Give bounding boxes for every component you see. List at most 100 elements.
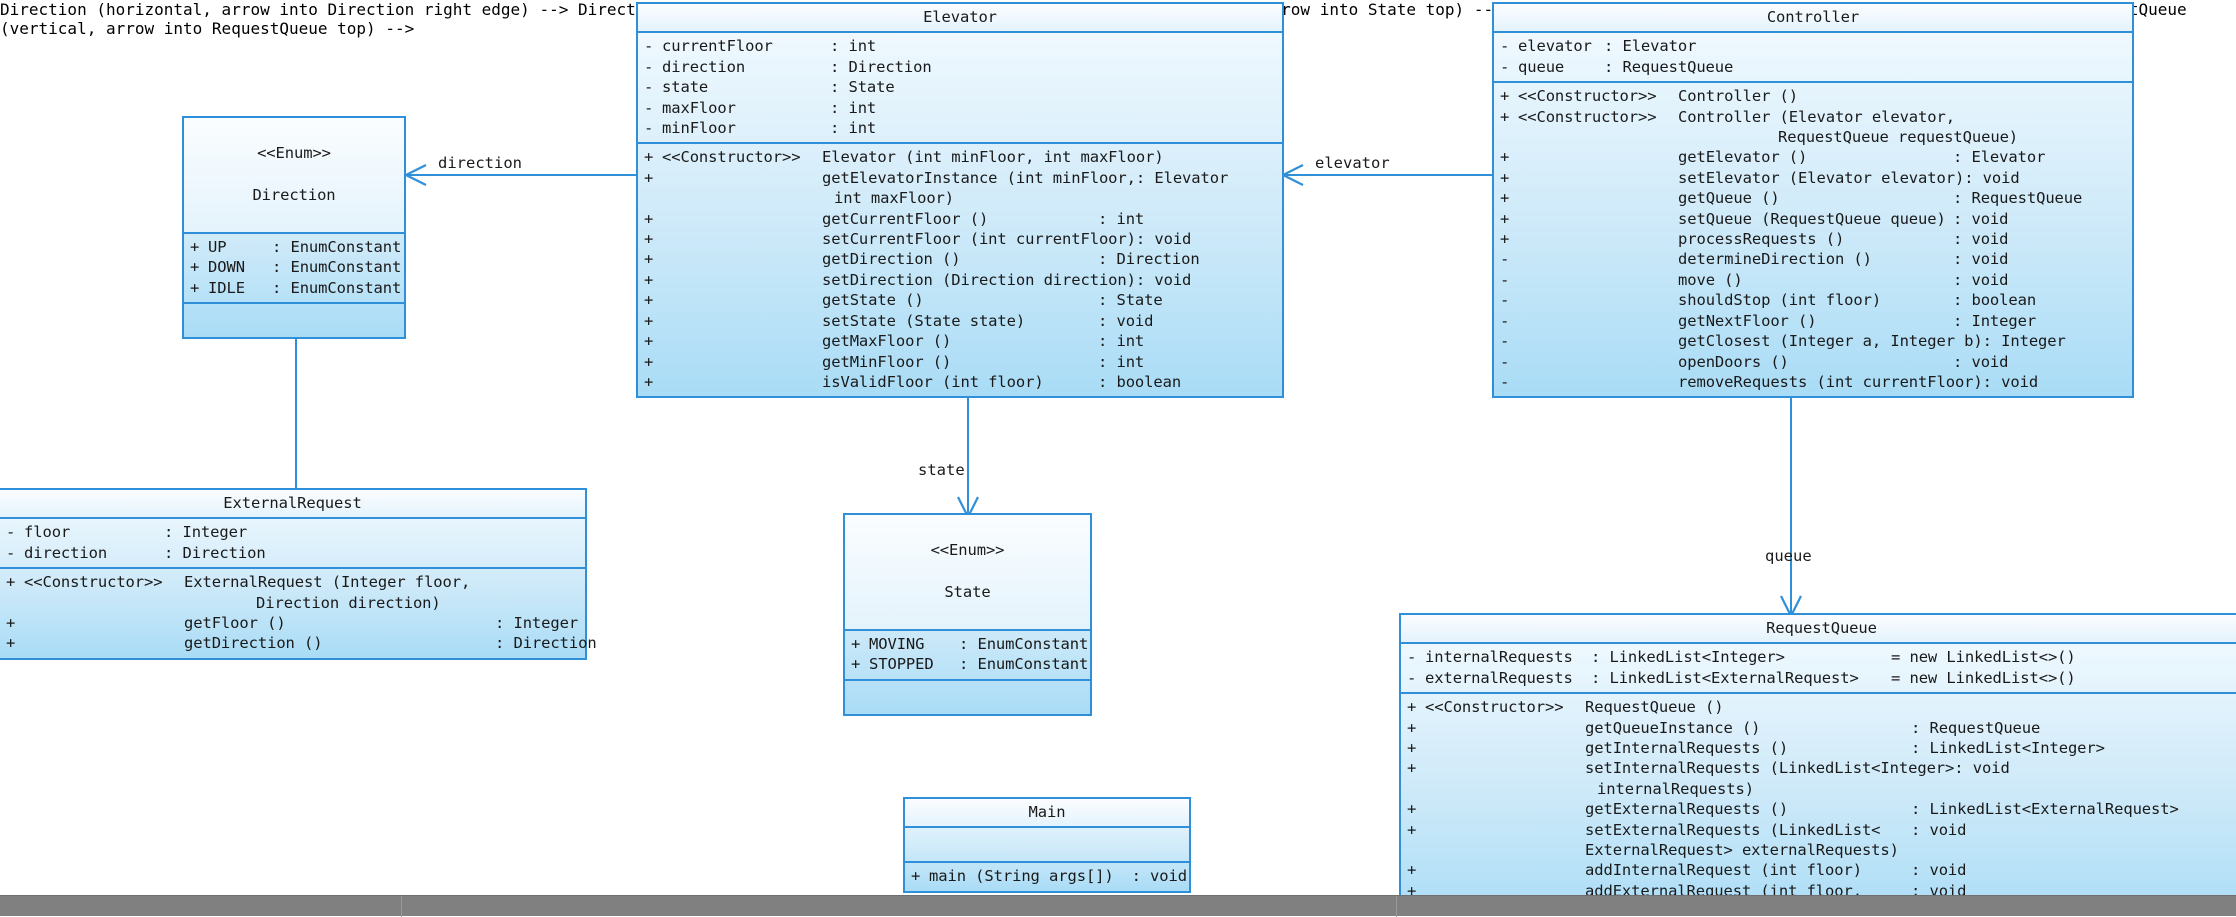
operation-stereotype: <<Constructor>> — [1518, 87, 1657, 106]
class-box-direction[interactable]: <<Enum>> Direction + UP : EnumConstant +… — [182, 116, 406, 340]
bottom-status-bar — [0, 895, 2236, 917]
class-box-state[interactable]: <<Enum>> State + MOVING : EnumConstant +… — [843, 513, 1092, 716]
class-box-controller[interactable]: Controller - elevator : Elevator - queue… — [1492, 2, 2134, 399]
operation-row: + <<Constructor>> Controller (Elevator e… — [1494, 107, 2132, 127]
operation-signature: processRequests () — [1678, 230, 1845, 249]
visibility-marker: + — [644, 311, 654, 330]
visibility-marker: - — [1407, 668, 1417, 687]
operation-row: - openDoors () : void — [1494, 352, 2132, 372]
enum-constant-row: + DOWN : EnumConstant — [184, 257, 404, 277]
operation-row: + <<Constructor>> Controller () — [1494, 86, 2132, 106]
status-bar-divider — [1396, 896, 1397, 917]
attribute-row: - state : State — [638, 77, 1282, 97]
attribute-name: queue — [1518, 57, 1565, 76]
enum-name: State — [944, 583, 991, 601]
operation-signature-continued: internalRequests) — [1597, 779, 1754, 798]
operation-signature: setQueue (RequestQueue queue) — [1678, 209, 1946, 228]
visibility-marker: + — [1407, 739, 1417, 758]
attribute-name: minFloor — [662, 119, 736, 138]
operation-row: + getDirection () : Direction — [638, 249, 1282, 269]
attribute-type: : int — [830, 119, 877, 138]
operation-signature: ExternalRequest (Integer floor, — [184, 573, 471, 592]
attribute-name: externalRequests — [1425, 668, 1573, 687]
operation-return-type: : void — [1911, 881, 1967, 895]
visibility-marker: + — [851, 655, 861, 674]
operation-signature-continued: Direction direction) — [256, 593, 441, 612]
attribute-initializer: = new LinkedList<>() — [1891, 668, 2076, 687]
operation-signature: setExternalRequests (LinkedList< — [1585, 820, 1881, 839]
operation-return-type: : State — [1098, 291, 1163, 310]
operation-row: + setQueue (RequestQueue queue) : void — [1494, 209, 2132, 229]
constant-name: IDLE — [208, 278, 245, 297]
class-box-external-request[interactable]: ExternalRequest - floor : Integer - dire… — [0, 488, 597, 660]
operation-return-type: : boolean — [1953, 291, 2037, 310]
operation-return-type: : Direction — [1098, 250, 1200, 269]
operation-signature: removeRequests (int currentFloor) — [1678, 372, 1983, 391]
operation-signature: getExternalRequests () — [1585, 800, 1789, 819]
operation-return-type: : int — [1098, 209, 1145, 228]
enum-constant-row: + MOVING : EnumConstant — [845, 634, 1090, 654]
operation-signature: move () — [1678, 270, 1743, 289]
attribute-type: : LinkedList<Integer> — [1591, 648, 1785, 667]
visibility-marker: - — [1500, 332, 1510, 351]
visibility-marker: + — [644, 270, 654, 289]
attribute-row: - maxFloor : int — [638, 98, 1282, 118]
visibility-marker: + — [1407, 861, 1417, 880]
constant-type: : EnumConstant — [272, 278, 402, 297]
status-bar-divider — [401, 896, 402, 917]
visibility-marker: - — [6, 543, 16, 562]
visibility-marker: + — [1500, 230, 1510, 249]
visibility-marker: + — [1407, 800, 1417, 819]
operation-row: - removeRequests (int currentFloor) : vo… — [1494, 372, 2132, 392]
visibility-marker: - — [644, 37, 654, 56]
operation-row: + getMinFloor () : int — [638, 352, 1282, 372]
attribute-type: : RequestQueue — [1604, 57, 1734, 76]
visibility-marker: + — [1500, 148, 1510, 167]
visibility-marker: + — [1407, 820, 1417, 839]
visibility-marker: + — [1500, 209, 1510, 228]
edge-label-controller-elevator: elevator — [1315, 154, 1390, 172]
operation-row: + setDirection (Direction direction) : v… — [638, 270, 1282, 290]
operation-return-type: : void — [1911, 820, 1967, 839]
operation-return-type: : int — [1098, 332, 1145, 351]
visibility-marker: + — [1500, 168, 1510, 187]
class-title-external-request: ExternalRequest — [0, 490, 585, 520]
attribute-name: elevator — [1518, 37, 1592, 56]
class-box-request-queue[interactable]: RequestQueue - internalRequests : Linked… — [1399, 613, 2236, 895]
diagram-canvas: Direction (horizontal, arrow into Direct… — [0, 0, 2236, 895]
operation-row: + getMaxFloor () : int — [638, 331, 1282, 351]
visibility-marker: + — [1500, 189, 1510, 208]
operation-return-type: : Integer — [1953, 311, 2037, 330]
operation-signature-continued: int maxFloor) — [834, 189, 955, 208]
enum-constant-row: + IDLE : EnumConstant — [184, 278, 404, 298]
operation-return-type: : void — [1135, 270, 1192, 289]
operation-signature: isValidFloor (int floor) — [822, 372, 1044, 391]
operation-signature: getNextFloor () — [1678, 311, 1817, 330]
operation-row: + setInternalRequests (LinkedList<Intege… — [1401, 758, 2236, 778]
operation-return-type: : void — [1964, 168, 2020, 187]
operation-return-type: : Direction — [495, 634, 597, 653]
operation-signature: getInternalRequests () — [1585, 739, 1789, 758]
operations-compartment-external-request: + <<Constructor>> ExternalRequest (Integ… — [0, 569, 597, 658]
visibility-marker: + — [644, 352, 654, 371]
class-box-main[interactable]: Main + main (String args[]) : void — [903, 797, 1191, 893]
operation-signature: Elevator (int minFloor, int maxFloor) — [822, 148, 1164, 167]
operation-stereotype: <<Constructor>> — [24, 573, 163, 592]
attribute-type: : Elevator — [1604, 37, 1697, 56]
operation-signature: getDirection () — [184, 634, 323, 653]
operation-signature: getQueueInstance () — [1585, 718, 1761, 737]
attributes-compartment-external-request: - floor : Integer - direction : Directio… — [0, 519, 585, 570]
class-box-elevator[interactable]: Elevator - currentFloor : int - directio… — [636, 2, 1284, 399]
operation-row: + setCurrentFloor (int currentFloor) : v… — [638, 229, 1282, 249]
operation-row: + getDirection () : Direction — [0, 633, 597, 653]
operation-return-type: : void — [1953, 209, 2009, 228]
operation-return-type: : boolean — [1098, 372, 1182, 391]
constants-compartment-direction: + UP : EnumConstant + DOWN : EnumConstan… — [184, 234, 404, 305]
operations-compartment-elevator: + <<Constructor>> Elevator (int minFloor… — [638, 144, 1282, 396]
operation-continuation-row: int maxFloor) — [638, 188, 1282, 208]
operation-row: - getClosest (Integer a, Integer b) : In… — [1494, 331, 2132, 351]
operation-return-type: : Integer — [1982, 332, 2066, 351]
operation-row: + addExternalRequest (int floor, : void — [1401, 881, 2236, 895]
visibility-marker: + — [644, 372, 654, 391]
visibility-marker: - — [644, 57, 654, 76]
